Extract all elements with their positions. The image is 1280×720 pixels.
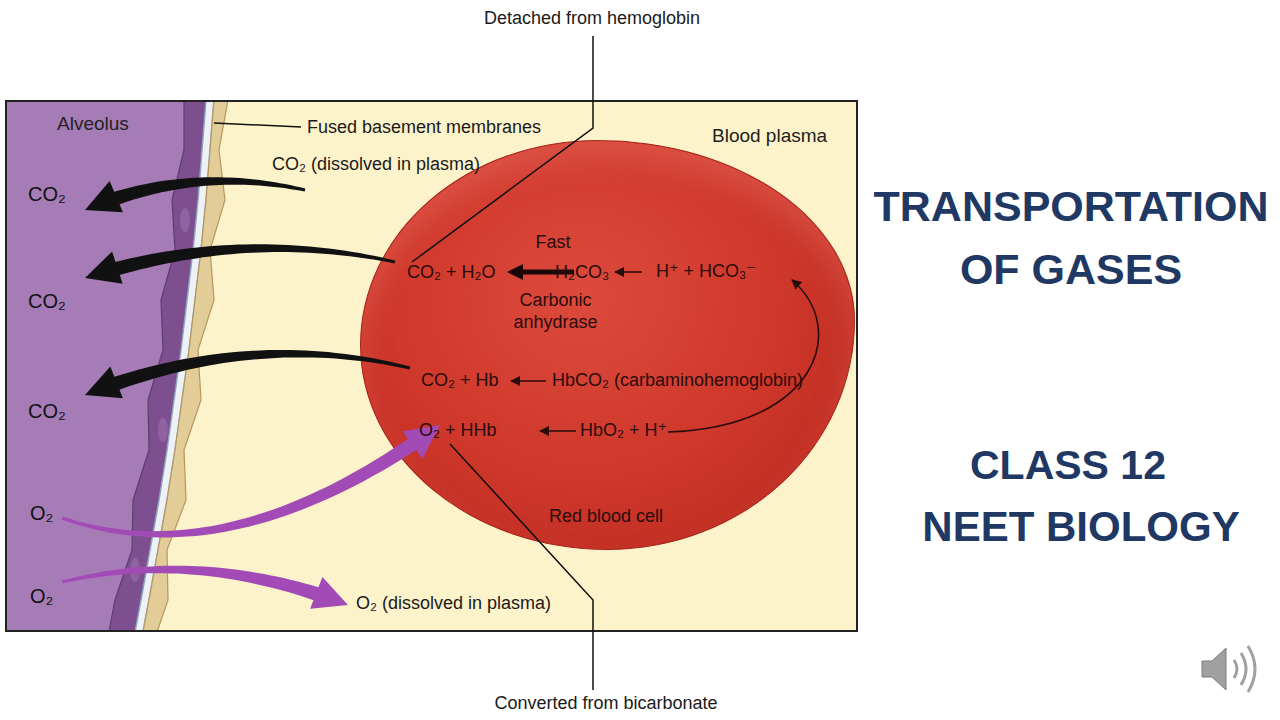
reaction-term: O₂ + HHb <box>419 419 497 441</box>
o2-arrow <box>62 425 441 537</box>
enzyme-label: Carbonic anhydrase <box>503 289 608 333</box>
sound-wave <box>1248 646 1255 692</box>
arrow-head <box>403 425 441 459</box>
edge-label: CO₂ <box>28 183 66 205</box>
co2-arrow <box>85 244 395 284</box>
arrow-head <box>85 367 123 399</box>
edge-label: O₂ <box>30 585 53 607</box>
arrow-body <box>107 177 305 207</box>
arrow-head <box>85 251 123 283</box>
reaction-term: CO₂ + H₂O <box>407 261 496 283</box>
arrow-head <box>310 577 348 609</box>
edge-label: O₂ <box>30 502 53 524</box>
slide-title: TRANSPORTATION OF GASES <box>857 175 1280 301</box>
reaction-term: H⁺ + HCO₃⁻ <box>656 260 756 282</box>
speaker-body <box>1202 648 1226 690</box>
co2-arrow <box>85 350 410 398</box>
arrow-body <box>62 566 326 603</box>
reaction-term: HbCO₂ (carbaminohemoglobin) <box>552 369 803 391</box>
plasma-o2-label: O₂ (dissolved in plasma) <box>356 592 551 614</box>
alveolus-membrane-illustration <box>5 100 245 632</box>
arrow-body <box>108 244 395 277</box>
epithelial-nucleus <box>130 558 140 582</box>
reaction-term: CO₂ + Hb <box>421 369 499 391</box>
slide-subtitle: CLASS 12 <box>918 440 1218 490</box>
epithelial-nucleus <box>158 418 168 442</box>
callout-label: Converted from bicarbonate <box>456 692 756 714</box>
co2-arrow <box>85 177 305 212</box>
epithelial-nucleus <box>180 208 190 232</box>
part-label: Fused basement membranes <box>307 116 541 138</box>
reaction-term: HbO₂ + H⁺ <box>580 419 667 441</box>
sound-wave <box>1234 660 1237 678</box>
plasma-co2-label: CO₂ (dissolved in plasma) <box>272 153 480 175</box>
arrow-head <box>85 181 123 212</box>
speaker-icon <box>1198 640 1264 698</box>
region-label: Red blood cell <box>491 505 721 527</box>
sound-wave <box>1241 653 1246 685</box>
arrow-body <box>107 350 410 392</box>
edge-label: CO₂ <box>28 290 66 312</box>
edge-label: CO₂ <box>28 400 66 422</box>
slide-subtitle: NEET BIOLOGY <box>900 502 1262 552</box>
red-blood-cell: Red blood cell <box>360 140 855 550</box>
callout-label: Detached from hemoglobin <box>442 7 742 29</box>
region-label: Blood plasma <box>712 125 827 147</box>
region-label: Alveolus <box>57 113 129 135</box>
arrow-body <box>62 435 422 537</box>
alveolus-region: Alveolus <box>5 100 245 632</box>
reaction-term: H₂CO₃ <box>555 261 609 283</box>
enzyme-speed-label: Fast <box>528 231 578 253</box>
o2-arrow <box>62 566 348 609</box>
